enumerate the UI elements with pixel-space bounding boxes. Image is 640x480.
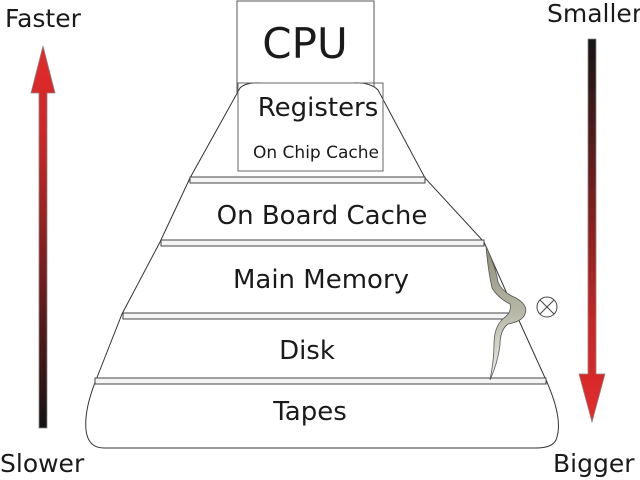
level-dividers — [94, 176, 547, 385]
disk-label: Disk — [279, 336, 335, 366]
faster-slower-arrow — [30, 45, 56, 429]
divider-3 — [122, 312, 517, 320]
divider-4 — [94, 377, 547, 385]
smaller-label: Smaller — [547, 0, 640, 28]
cpu-label: CPU — [262, 19, 347, 68]
registers-label: Registers — [258, 93, 379, 123]
smaller-bigger-arrow — [578, 38, 606, 424]
registers-box — [237, 82, 384, 172]
crack-marker — [485, 245, 558, 381]
cross-circle-icon — [536, 296, 558, 318]
down-arrow-icon — [578, 38, 606, 424]
on-board-cache-label: On Board Cache — [217, 201, 428, 231]
tapes-label: Tapes — [272, 397, 347, 427]
divider-2 — [160, 239, 485, 247]
main-memory-label: Main Memory — [233, 265, 409, 295]
slower-label: Slower — [0, 449, 85, 478]
on-chip-cache-label: On Chip Cache — [253, 143, 379, 163]
faster-label: Faster — [5, 4, 82, 33]
bigger-label: Bigger — [553, 449, 635, 478]
crack-shape — [485, 245, 527, 381]
up-arrow-icon — [30, 45, 56, 429]
divider-1 — [189, 176, 426, 184]
